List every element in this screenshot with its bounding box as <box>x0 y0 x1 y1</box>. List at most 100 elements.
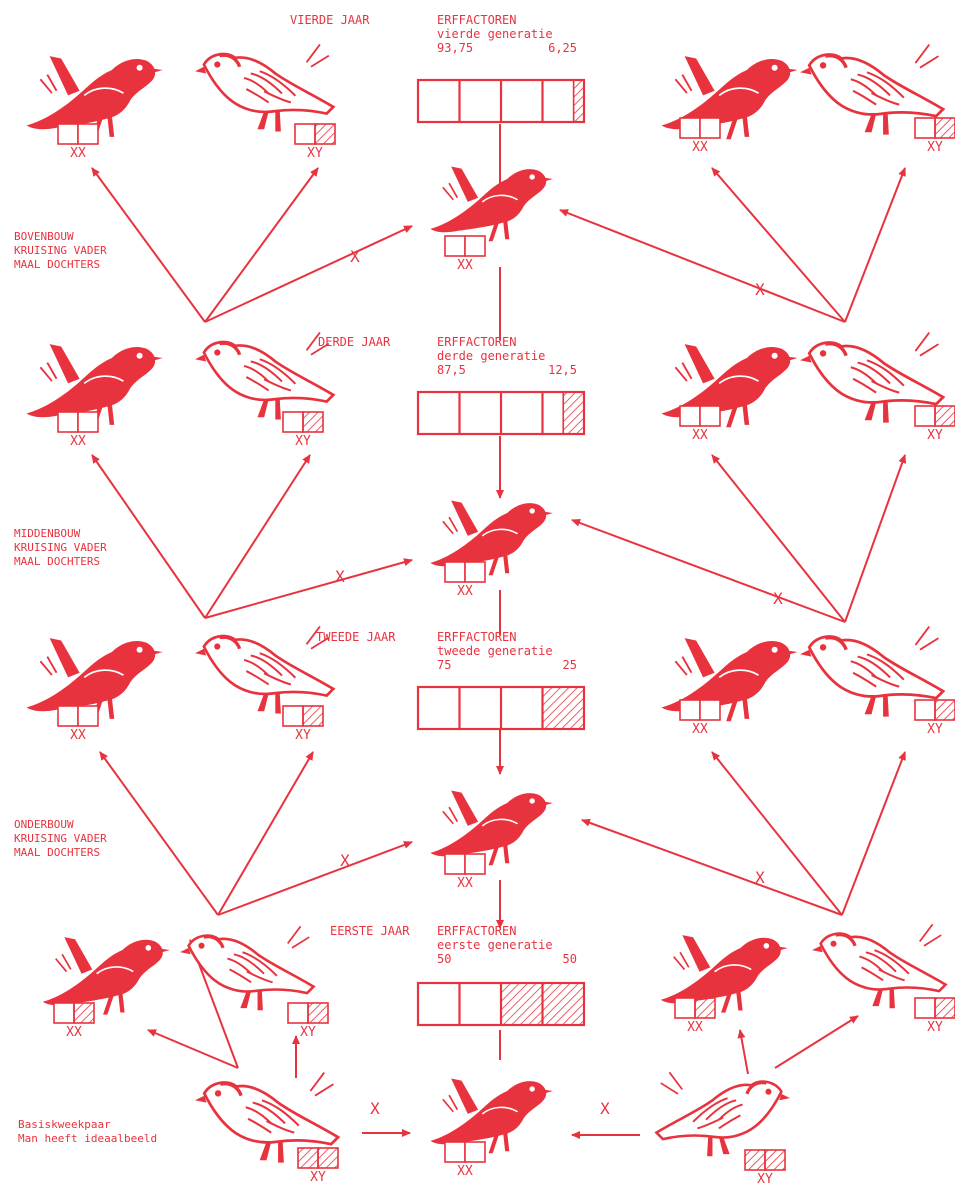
generation-bar-year1 <box>418 983 584 1025</box>
arrow <box>842 752 905 915</box>
genotype-box-icon <box>445 1142 485 1162</box>
genotype-cell-right <box>465 236 485 256</box>
genotype-cell-right <box>700 700 720 720</box>
genotype-box-icon <box>915 998 955 1018</box>
year-label: TWEEDE JAAR <box>316 630 396 644</box>
genotype-cell-left <box>915 998 935 1018</box>
factors-label: ERFFACTOREN <box>437 630 516 644</box>
factors-label: ERFFACTOREN <box>437 335 516 349</box>
genotype-label: XY <box>757 1172 773 1187</box>
generation-bar-year4 <box>418 80 584 122</box>
generation-bar-hatched <box>563 392 584 434</box>
factors-label: ERFFACTOREN <box>437 13 516 27</box>
genotype-box-icon <box>54 1003 94 1023</box>
section-label: MIDDENBOUW <box>14 527 81 540</box>
genotype-cell-left <box>680 406 700 426</box>
genotype-box-icon <box>288 1003 328 1023</box>
year-label: VIERDE JAAR <box>290 13 370 27</box>
genotype-cell-right <box>935 700 955 720</box>
genotype-box-icon <box>915 118 955 138</box>
genotype-box-icon <box>58 124 98 144</box>
genotype-cell-right <box>465 1142 485 1162</box>
genotype-label: XY <box>307 146 323 161</box>
bird-female-icon <box>812 924 946 1008</box>
genotype-cell-left <box>445 562 465 582</box>
genotype-label: XX <box>70 434 86 449</box>
genotype-box-icon <box>675 998 715 1018</box>
genotype-label: XX <box>457 876 473 891</box>
genotype-label: XX <box>70 146 86 161</box>
arrow <box>560 210 845 322</box>
genotype-cell-right <box>78 412 98 432</box>
genotype-label: XX <box>457 1164 473 1179</box>
factors-label: ERFFACTOREN <box>437 924 516 938</box>
genotype-box-icon <box>915 700 955 720</box>
genotype-label: XY <box>310 1170 326 1185</box>
genotype-cell-left <box>298 1148 318 1168</box>
percent-right: 6,25 <box>548 41 577 55</box>
genotype-label: XX <box>457 584 473 599</box>
genotype-cell-left <box>54 1003 74 1023</box>
genotype-cell-left <box>58 124 78 144</box>
arrow <box>845 455 905 622</box>
cross-mark: X <box>755 868 765 887</box>
arrow <box>205 168 318 322</box>
section-label: BOVENBOUW <box>14 230 74 243</box>
percent-right: 50 <box>563 952 577 966</box>
genotype-cell-right <box>465 562 485 582</box>
base-pair-label: Basiskweekpaar <box>18 1118 111 1131</box>
arrow <box>148 1030 238 1068</box>
genotype-box-icon <box>283 412 323 432</box>
generation-label: derde generatie <box>437 349 545 363</box>
year-label: EERSTE JAAR <box>330 924 410 938</box>
cross-mark: X <box>755 280 765 299</box>
genotype-label: XX <box>70 728 86 743</box>
arrow <box>845 168 905 322</box>
genotype-box-icon <box>58 412 98 432</box>
year-label: DERDE JAAR <box>318 335 391 349</box>
genotype-box-icon <box>445 854 485 874</box>
genotype-cell-right <box>695 998 715 1018</box>
genotype-box-icon <box>915 406 955 426</box>
genotype-cell-right <box>74 1003 94 1023</box>
genotype-cell-left <box>283 412 303 432</box>
genotype-cell-left <box>745 1150 765 1170</box>
arrow <box>92 455 205 618</box>
cross-mark: X <box>600 1099 610 1118</box>
genotype-cell-left <box>445 1142 465 1162</box>
base-pair-caption: Man heeft ideaalbeeld <box>18 1132 157 1145</box>
genotype-cell-right <box>318 1148 338 1168</box>
genotype-box-icon <box>445 236 485 256</box>
section-label: ONDERBOUW <box>14 818 74 831</box>
genotype-label: XY <box>927 140 943 155</box>
bird-male-icon <box>430 167 553 242</box>
genotype-cell-right <box>765 1150 785 1170</box>
cross-mark: X <box>350 247 360 266</box>
genotype-box-icon <box>58 706 98 726</box>
genotype-cell-left <box>915 700 935 720</box>
genotype-box-icon <box>445 562 485 582</box>
generation-label: eerste generatie <box>437 938 553 952</box>
genotype-label: XY <box>927 428 943 443</box>
section-label: MAAL DOCHTERS <box>14 846 100 859</box>
section-label: KRUISING VADER <box>14 244 107 257</box>
genotype-cell-left <box>915 406 935 426</box>
percent-left: 50 <box>437 952 451 966</box>
arrow <box>92 168 205 322</box>
genotype-cell-right <box>303 412 323 432</box>
arrow <box>712 168 845 322</box>
cross-mark: X <box>773 589 783 608</box>
genotype-label: XY <box>927 722 943 737</box>
genotype-box-icon <box>680 406 720 426</box>
arrow <box>100 752 218 915</box>
genotype-cell-left <box>283 706 303 726</box>
genotype-cell-left <box>680 118 700 138</box>
section-label: KRUISING VADER <box>14 541 107 554</box>
genotype-cell-right <box>935 406 955 426</box>
section-label: MAAL DOCHTERS <box>14 258 100 271</box>
genotype-cell-left <box>295 124 315 144</box>
arrow <box>775 1016 858 1068</box>
genotype-cell-left <box>58 412 78 432</box>
genotype-label: XY <box>295 434 311 449</box>
